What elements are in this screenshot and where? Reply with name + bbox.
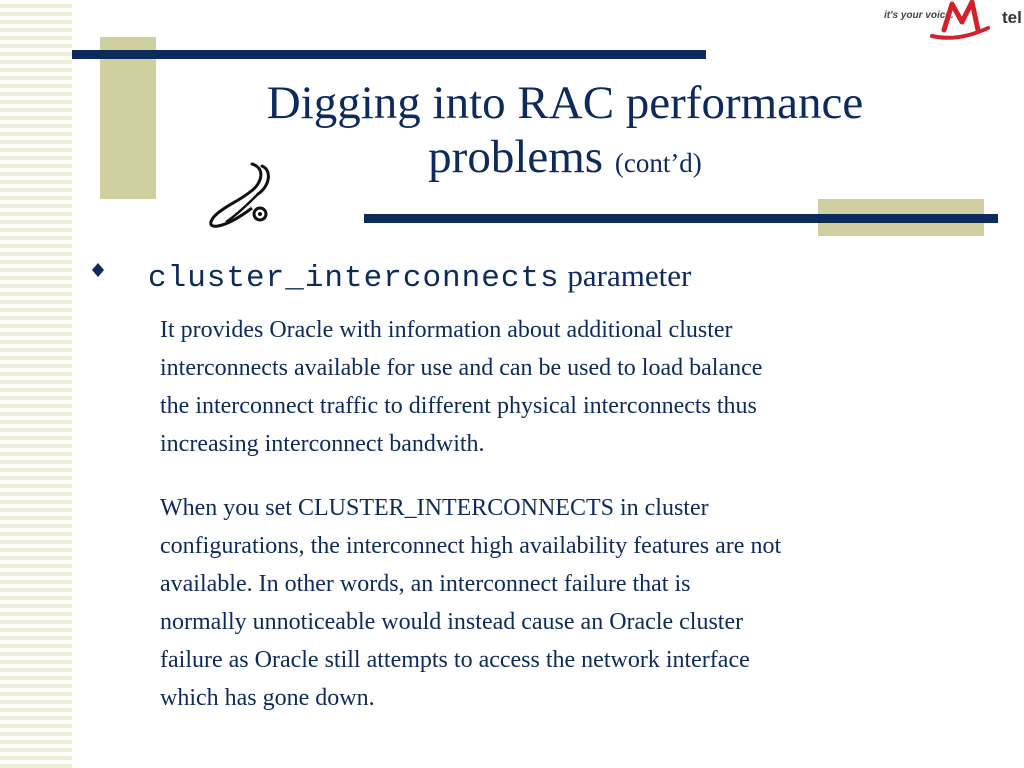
paragraph-2: When you set CLUSTER_INTERCONNECTS in cl… (160, 489, 990, 717)
decor-block-top (100, 37, 156, 199)
mtel-logo-icon (930, 0, 990, 40)
para2-line: failure as Oracle still attempts to acce… (160, 647, 750, 673)
para1-line: It provides Oracle with information abou… (160, 317, 733, 343)
para2-line: normally unnoticeable would instead caus… (160, 609, 744, 635)
para2-line: which has gone down. (160, 685, 375, 711)
para1-line: the interconnect traffic to different ph… (160, 393, 757, 419)
bullet-text: parameter (567, 258, 692, 293)
para1-line: interconnects available for use and can … (160, 355, 763, 381)
company-logo: it's your voice. tel (884, 0, 1024, 42)
diamond-bullet-icon (92, 263, 104, 277)
para2-line: When you set CLUSTER_INTERCONNECTS in cl… (160, 495, 709, 521)
logo-name: tel (1002, 8, 1022, 27)
title-line2: problems (428, 131, 604, 183)
logo-tagline: it's your voice. (884, 10, 954, 21)
decor-bar-top (72, 50, 706, 59)
decor-bar-bottom (364, 214, 998, 223)
para2-line: configurations, the interconnect high av… (160, 533, 782, 559)
striped-sidebar (0, 0, 72, 768)
stethoscope-icon (209, 162, 270, 228)
paragraph-1: It provides Oracle with information abou… (160, 311, 990, 463)
slide-title: Digging into RAC performance problems (c… (165, 76, 965, 190)
para1-line: increasing interconnect bandwith. (160, 431, 485, 457)
title-main: Digging into RAC performance (266, 77, 864, 129)
bullet-code: cluster_interconnects (148, 261, 560, 296)
title-sub: (cont’d) (614, 148, 702, 178)
para2-line: available. In other words, an interconne… (160, 571, 691, 597)
bullet-heading: cluster_interconnects parameter (148, 258, 691, 296)
